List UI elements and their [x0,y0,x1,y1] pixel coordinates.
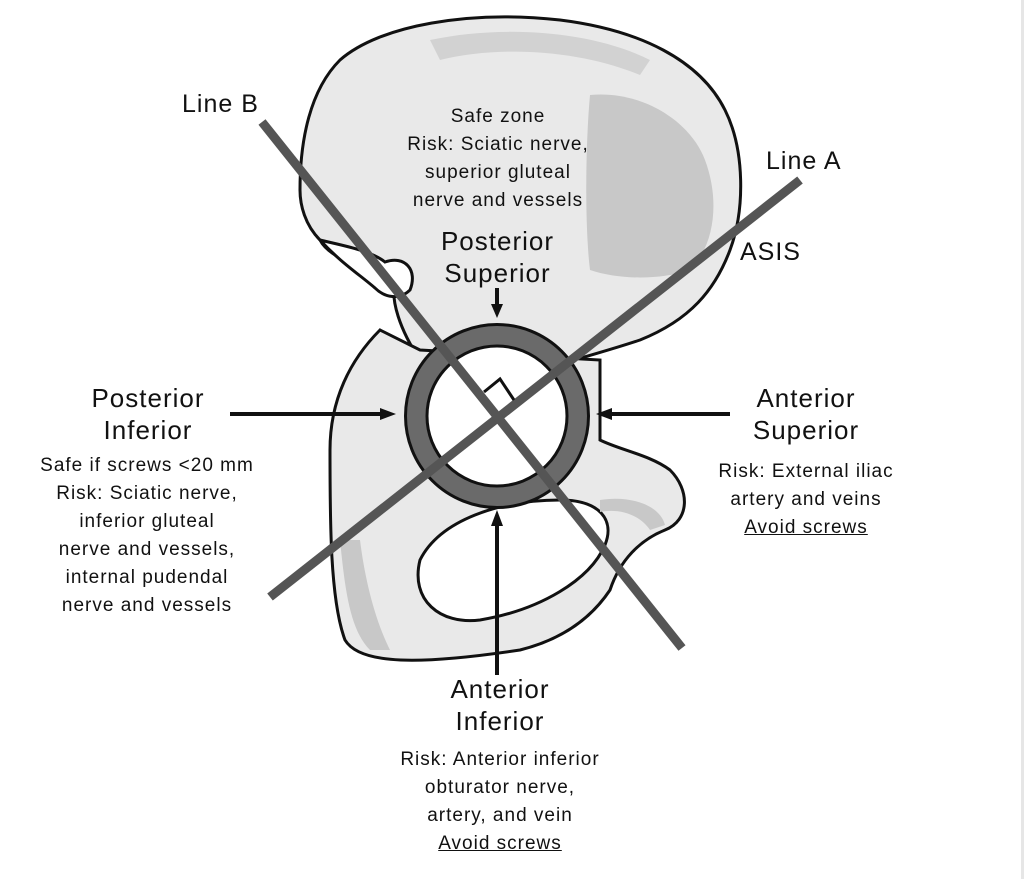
top-safe-zone-note: Safe zone Risk: Sciatic nerve, superior … [370,103,626,215]
asis-label: ASIS [740,238,801,266]
anterior-inferior-note: Risk: Anterior inferior obturator nerve,… [362,746,638,858]
acetabulum-ring [404,323,590,509]
line-b [258,119,686,651]
title-line: Posterior [91,383,205,413]
title-line: Inferior [103,415,193,445]
note-line: nerve and vessels [61,595,233,616]
title-line: Inferior [455,706,545,736]
anterior-inferior-title: Anterior Inferior [400,673,600,737]
note-line: internal pudendal [65,567,229,588]
pelvis-bone [298,15,743,662]
line-a-label: Line A [766,147,842,175]
title-line: Anterior [756,383,856,413]
note-line: Safe if screws <20 mm [40,455,254,476]
posterior-inferior-title: Posterior Inferior [48,382,248,446]
line-a [267,176,803,601]
arrow-posterior-inferior [230,408,396,420]
note-line: inferior gluteal [79,511,215,532]
note-line: superior gluteal [425,162,571,183]
title-line: Anterior [450,674,550,704]
avoid-screws-warning: Avoid screws [438,833,562,854]
anterior-superior-title: Anterior Superior [718,382,894,446]
note-line: artery, and vein [427,805,573,826]
note-line: artery and veins [730,489,882,510]
arrow-anterior-superior [596,408,730,420]
ischium-shading [340,540,390,650]
note-line: nerve and vessels, [58,539,236,560]
arrow-posterior-superior [491,288,503,318]
iliac-wing-shading [586,94,714,278]
note-line: Risk: Sciatic nerve, [56,483,238,504]
note-line: nerve and vessels [412,190,584,211]
avoid-screws-warning: Avoid screws [744,517,868,538]
line-b-label: Line B [182,90,259,118]
note-line: Safe zone [450,106,546,127]
note-line: Risk: Sciatic nerve, [407,134,589,155]
page-edge [1021,0,1024,879]
note-line: obturator nerve, [424,777,576,798]
posterior-superior-title: Posterior Superior [400,225,595,289]
note-line: Risk: Anterior inferior [400,749,600,770]
pubis-shading [600,498,665,530]
arrow-anterior-inferior [491,510,503,675]
iliac-crest-shading [430,31,650,75]
title-line: Posterior [440,226,555,256]
anterior-superior-note: Risk: External iliac artery and veins Av… [686,458,926,542]
posterior-inferior-note: Safe if screws <20 mm Risk: Sciatic nerv… [18,452,276,620]
title-line: Superior [444,258,551,288]
right-angle-marker [483,376,516,401]
acetabulum-ring-band [407,326,587,506]
note-line: Risk: External iliac [718,461,894,482]
arrows [230,288,730,675]
title-line: Superior [752,415,860,445]
